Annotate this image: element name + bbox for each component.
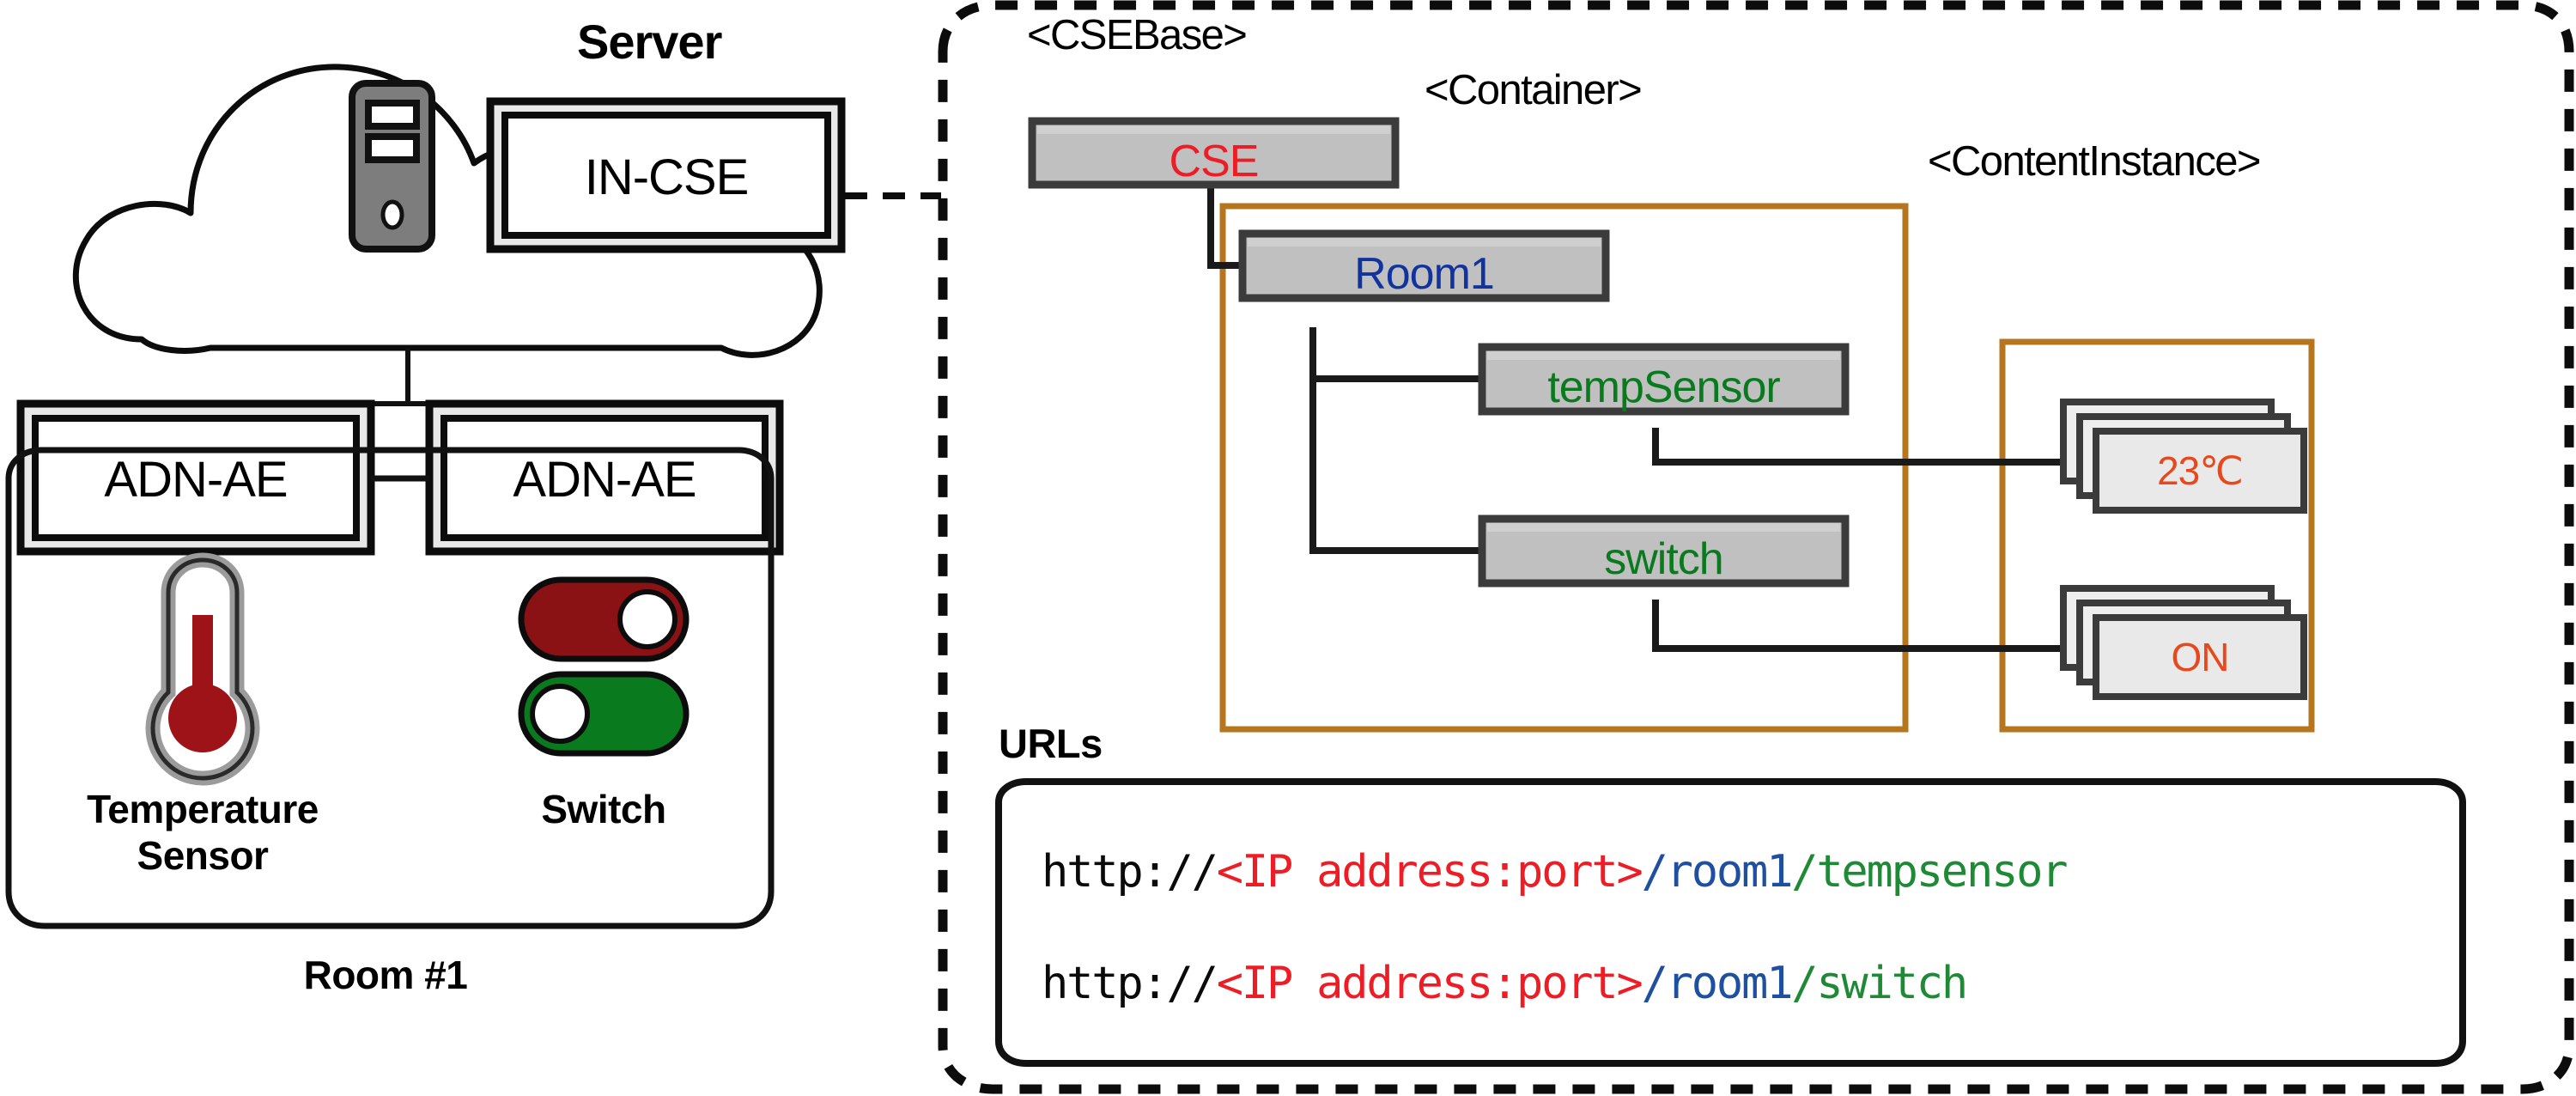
toggle-switch-on[interactable]	[518, 671, 690, 757]
server-tower-icon	[349, 80, 435, 253]
switch-node-label: switch	[1604, 534, 1723, 584]
url-scheme-1: http://	[1042, 846, 1218, 898]
contentinstance-group-box	[1999, 338, 2315, 733]
contentinstance-switch-label: ON	[2171, 635, 2230, 679]
switch-caption: Switch	[541, 787, 666, 831]
url-path1-1: /room1	[1641, 846, 1794, 898]
temperature-sensor-caption-line1: Temperature	[87, 787, 319, 831]
cse-node[interactable]	[1028, 117, 1400, 189]
url-host-1: <IP address:port>	[1216, 846, 1643, 898]
adn-ae-node-1[interactable]	[16, 399, 375, 556]
tempsensor-node[interactable]	[1478, 343, 1850, 416]
contentinstance-temp-label: 23℃	[2157, 448, 2244, 493]
urls-box	[995, 778, 2466, 1067]
url-host-2: <IP address:port>	[1216, 958, 1643, 1009]
switch-node[interactable]	[1478, 515, 1850, 588]
csebase-group-label: <CSEBase>	[1027, 12, 1248, 58]
url-path1-2: /room1	[1641, 958, 1794, 1009]
url-row-2[interactable]: http://<IP address:port>/room1/switch	[1042, 958, 1968, 1009]
toggle-switch-off[interactable]	[518, 576, 690, 662]
adn-ae-node-2[interactable]	[425, 399, 784, 556]
server-title: Server	[577, 15, 722, 69]
tempsensor-node-label: tempSensor	[1547, 362, 1780, 412]
url-row-1[interactable]: http://<IP address:port>/room1/tempsenso…	[1042, 846, 2069, 898]
cse-node-label: CSE	[1169, 137, 1260, 186]
room1-node[interactable]	[1238, 229, 1610, 302]
contentinstance-stack-switch[interactable]	[2060, 585, 2307, 700]
oneM2M-resource-panel	[938, 0, 2574, 1094]
room-caption: Room #1	[303, 953, 468, 997]
urls-title: URLs	[999, 721, 1103, 766]
tree-link-lines	[1207, 184, 2063, 652]
container-group-box	[1219, 203, 1909, 733]
contentinstance-stack-temp[interactable]	[2060, 399, 2307, 514]
room1-enclosure	[5, 447, 775, 929]
contentinstance-group-label: <ContentInstance>	[1928, 138, 2261, 185]
temperature-sensor-caption-line2: Sensor	[137, 833, 269, 879]
url-scheme-2: http://	[1042, 958, 1218, 1009]
url-path2-1: /tempsensor	[1791, 846, 2068, 898]
temperature-sensor-caption: Temperature Sensor	[31, 786, 374, 880]
thermometer-icon	[145, 552, 260, 786]
in-cse-node[interactable]	[486, 97, 846, 253]
adn-ae-label-2: ADN-AE	[513, 452, 696, 508]
container-group-label: <Container>	[1425, 67, 1643, 113]
adn-ae-label-1: ADN-AE	[104, 452, 288, 508]
in-cse-label: IN-CSE	[584, 149, 750, 205]
url-path2-2: /switch	[1791, 958, 1968, 1009]
room1-node-label: Room1	[1354, 249, 1495, 299]
